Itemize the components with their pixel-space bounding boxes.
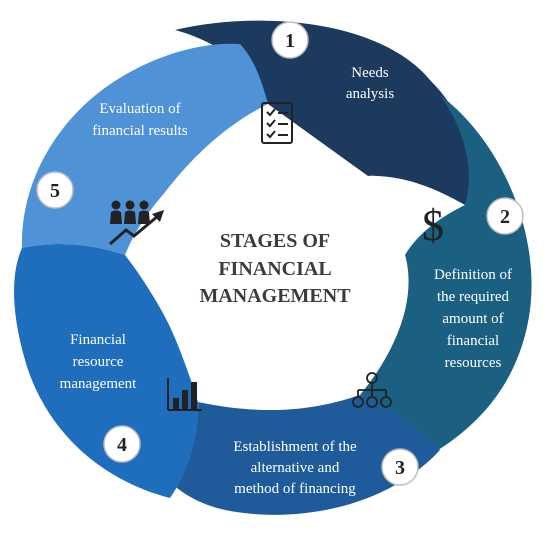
checklist-icon: [261, 102, 293, 144]
stage-4-label-line-2: resource: [73, 354, 124, 370]
stage-3-label-line-1: Establishment of the: [233, 439, 357, 455]
dollar-icon: $: [422, 201, 444, 250]
center-hub: [125, 104, 411, 407]
stage-3-segment: [160, 395, 440, 515]
diagram-title-line-2: FINANCIAL: [218, 258, 331, 280]
stage-4-number-badge: 4: [103, 425, 141, 463]
stage-5-number: 5: [50, 180, 60, 202]
diagram-title-line-1: STAGES OF: [220, 230, 330, 252]
stage-5-number-badge: 5: [36, 171, 74, 209]
stage-2-number-badge: 2: [486, 197, 524, 235]
stage-4-segment: [14, 244, 199, 498]
stage-1-label-line-1: Needs: [351, 65, 389, 81]
org-chart-icon: [352, 372, 392, 408]
stage-3-label-line-2: alternative and: [251, 460, 340, 476]
stage-5-label-line-1: Evaluation of: [99, 101, 180, 117]
stage-2-label-line-5: resources: [445, 355, 502, 371]
stage-1-number: 1: [285, 30, 295, 52]
stage-2-label-line-2: the required: [437, 289, 510, 305]
stage-1-label-line-2: analysis: [346, 86, 394, 102]
stage-2-label-line-4: financial: [447, 333, 499, 349]
stage-4-number: 4: [117, 434, 127, 456]
stage-2-segment: [360, 95, 532, 455]
stage-3-number-badge: 3: [381, 448, 419, 486]
stage-2-label-line-1: Definition of: [434, 267, 512, 283]
stage-2-number: 2: [500, 206, 510, 228]
stage-4-label-line-1: Financial: [70, 332, 126, 348]
stage-2-label-line-3: amount of: [442, 311, 503, 327]
stage-3-label-line-3: method of financing: [234, 481, 356, 497]
diagram-title-line-3: MANAGEMENT: [199, 285, 351, 307]
stage-3-number: 3: [395, 457, 405, 479]
stage-4-label-line-3: management: [60, 376, 137, 392]
stage-5-label-line-2: financial results: [92, 123, 188, 139]
stage-1-number-badge: 1: [271, 21, 309, 59]
stage-5-segment: [21, 43, 269, 255]
team-growth-icon: [109, 200, 164, 246]
bar-chart-icon: [167, 378, 202, 411]
